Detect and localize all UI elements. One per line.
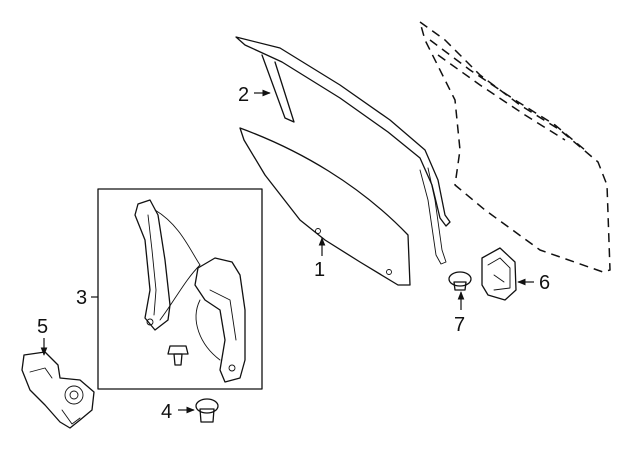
regulator-assembly-box [97, 188, 263, 390]
retaining-clip [448, 271, 472, 291]
callout-label-3: 3 [76, 287, 87, 309]
callout-label-5: 5 [37, 316, 48, 338]
door-outline [419, 21, 611, 273]
callout-4: 4 [161, 401, 195, 423]
callout-6: 6 [517, 272, 550, 294]
callout-3: 3 [76, 287, 98, 309]
callout-2: 2 [238, 84, 271, 106]
bolt [195, 398, 219, 423]
callout-label-7: 7 [454, 314, 465, 336]
window-control-module [481, 247, 517, 301]
glass-run-channel [235, 36, 451, 265]
callout-label-6: 6 [539, 272, 550, 294]
callout-label-1: 1 [314, 259, 325, 281]
callout-label-4: 4 [161, 401, 172, 423]
callout-7: 7 [454, 291, 465, 336]
door-glass [239, 127, 411, 286]
window-motor [21, 351, 95, 429]
callout-label-2: 2 [238, 84, 249, 106]
callout-5: 5 [37, 316, 48, 356]
callout-1: 1 [314, 237, 326, 281]
